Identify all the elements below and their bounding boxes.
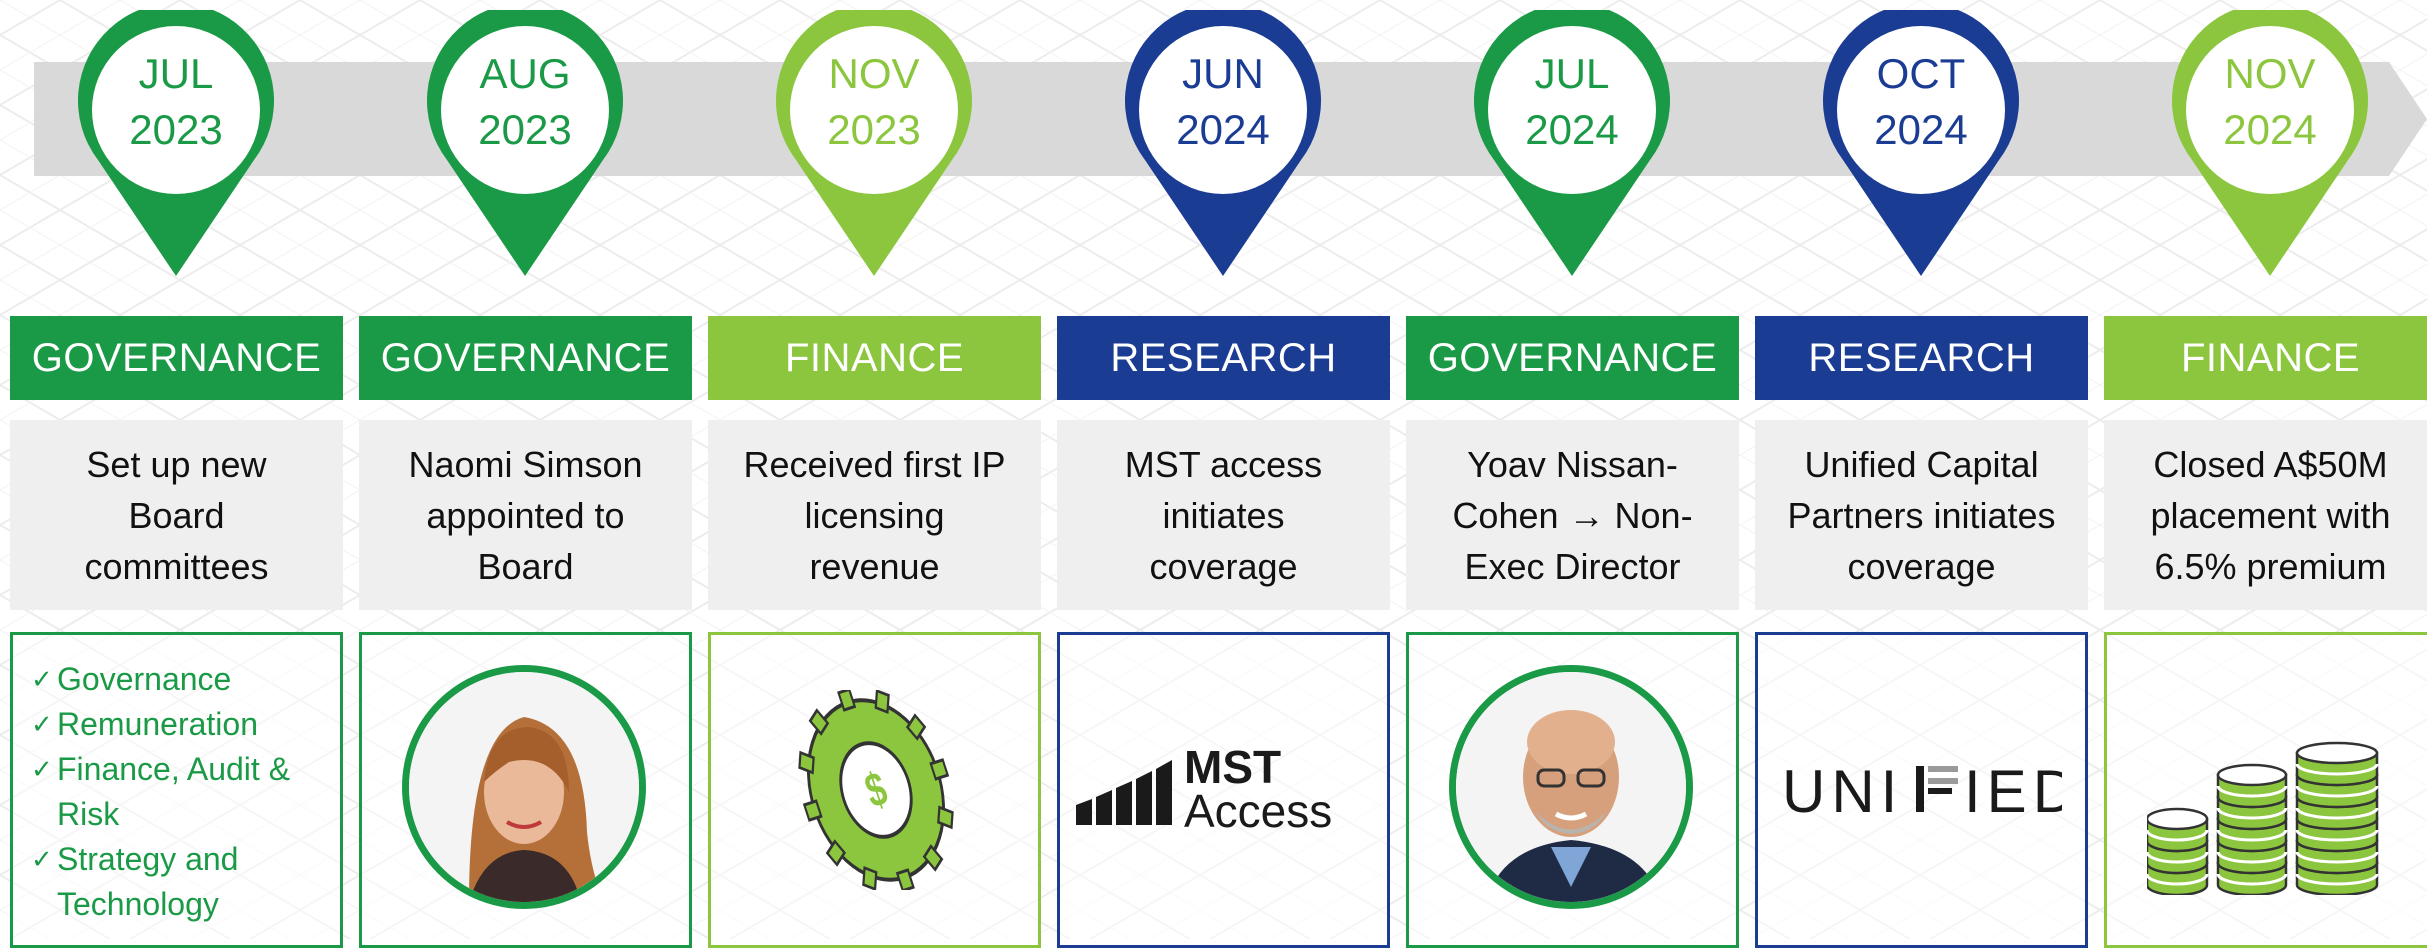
logo-word-access: Access [1184, 785, 1332, 835]
check-icon: ✓ [31, 754, 53, 784]
map-pin-marker [2172, 10, 2368, 276]
description-line: Received first IP [743, 443, 1006, 485]
map-pin-marker [78, 10, 274, 276]
map-pin-marker [776, 10, 972, 276]
mst-access-logo-box: MST Access [1057, 632, 1390, 948]
checklist-item: ✓Governance [31, 657, 340, 702]
description-line: appointed to [426, 494, 625, 536]
pin-month: JUN [1182, 50, 1264, 97]
pin-month: NOV [2224, 50, 2316, 97]
logo-word-mst: MST [1184, 741, 1281, 793]
checklist-item: ✓Remuneration [31, 702, 340, 747]
map-pin-marker [1125, 10, 1321, 276]
description-line: Yoav Nissan- [1467, 443, 1678, 485]
check-icon: ✓ [31, 664, 53, 694]
coin [2147, 807, 2209, 853]
checklist-item-continued: Technology [57, 886, 219, 922]
milestone-column: NOV 2023 FINANCE Received first IP licen… [708, 0, 1041, 948]
description-line: initiates [1162, 494, 1285, 536]
map-pin-marker [1823, 10, 2019, 276]
pin-month: NOV [828, 50, 920, 97]
description-line: Naomi Simson [408, 443, 643, 485]
coin [2295, 741, 2379, 787]
milestone-column: OCT 2024 RESEARCH Unified Capital Partne… [1755, 0, 2088, 948]
pin-year: 2024 [2223, 106, 2317, 153]
pin-month: JUL [138, 50, 214, 97]
description-box: Yoav Nissan- Cohen → Non- Exec Director [1406, 420, 1739, 610]
checklist-item: ✓Finance, Audit & [31, 747, 340, 792]
milestone-column: JUN 2024 RESEARCH MST access initiates c… [1057, 0, 1390, 948]
check-icon: ✓ [31, 844, 53, 874]
description-box: Naomi Simson appointed to Board [359, 420, 692, 610]
description-line: Unified Capital [1804, 443, 2039, 485]
portrait-box [359, 632, 692, 948]
gear-dollar-box: $ [708, 632, 1041, 948]
category-label: FINANCE [708, 316, 1041, 400]
description-line: Partners initiates [1787, 494, 2056, 536]
check-icon: ✓ [31, 709, 53, 739]
category-label: GOVERNANCE [359, 316, 692, 400]
description-line: Closed A$50M [2153, 443, 2388, 485]
portrait-woman-icon [402, 665, 646, 909]
checklist-item-continued: Risk [57, 796, 120, 832]
portrait-box [1406, 632, 1739, 948]
description-line: revenue [809, 545, 940, 587]
coin-stacks-icon [2147, 741, 2379, 895]
logo-word-ied: IED [1964, 758, 2062, 825]
description-line: Set up new [86, 443, 267, 485]
description-line: coverage [1149, 545, 1298, 587]
logo-word-uni: UNI [1782, 758, 1903, 825]
milestone-column: JUL 2023 GOVERNANCE Set up new Board com… [10, 0, 343, 948]
committee-checklist: ✓Governance ✓Remuneration ✓Finance, Audi… [13, 635, 340, 927]
unified-logo: UNI IED [1782, 758, 2062, 825]
description-line: licensing [804, 494, 945, 536]
description-box: MST access initiates coverage [1057, 420, 1390, 610]
unified-logo-box: UNI IED [1755, 632, 2088, 948]
logo-f-mark [1916, 766, 1958, 812]
description-line: MST access [1124, 443, 1323, 485]
description-box: Closed A$50M placement with 6.5% premium [2104, 420, 2427, 610]
description-box: Received first IP licensing revenue [708, 420, 1041, 610]
coin-stacks-box [2104, 632, 2427, 948]
pin-year: 2024 [1525, 106, 1619, 153]
committee-checklist-box: ✓Governance ✓Remuneration ✓Finance, Audi… [10, 632, 343, 948]
pin-year: 2024 [1874, 106, 1968, 153]
category-label: RESEARCH [1057, 316, 1390, 400]
pin-month: OCT [1876, 50, 1966, 97]
pin-year: 2023 [478, 106, 572, 153]
checklist-item: ✓Strategy and [31, 837, 340, 882]
pin-year: 2024 [1176, 106, 1270, 153]
category-label: GOVERNANCE [1406, 316, 1739, 400]
pin-year: 2023 [827, 106, 921, 153]
description-line: placement with [2150, 494, 2391, 536]
coin [2216, 763, 2288, 809]
map-pin-marker [427, 10, 623, 276]
gear-dollar-icon: $ [798, 690, 954, 890]
description-line: committees [84, 545, 269, 587]
milestone-column: NOV 2024 FINANCE Closed A$50M placement … [2104, 0, 2427, 948]
map-pin-marker [1474, 10, 1670, 276]
description-line: Exec Director [1464, 545, 1681, 587]
portrait-man-icon [1449, 665, 1693, 909]
description-line: Board [128, 494, 225, 536]
pin-month: AUG [479, 50, 571, 97]
category-label: FINANCE [2104, 316, 2427, 400]
description-line: coverage [1847, 545, 1996, 587]
description-box: Set up new Board committees [10, 420, 343, 610]
milestone-column: JUL 2024 GOVERNANCE Yoav Nissan- Cohen →… [1406, 0, 1739, 948]
description-line: Cohen → Non- [1452, 494, 1693, 536]
description-line: 6.5% premium [2154, 545, 2387, 587]
pin-month: JUL [1534, 50, 1610, 97]
category-label: GOVERNANCE [10, 316, 343, 400]
pin-year: 2023 [129, 106, 223, 153]
description-box: Unified Capital Partners initiates cover… [1755, 420, 2088, 610]
mst-access-logo: MST Access [1076, 741, 1332, 835]
milestone-column: AUG 2023 GOVERNANCE Naomi Simson appoint… [359, 0, 692, 948]
category-label: RESEARCH [1755, 316, 2088, 400]
description-line: Board [477, 545, 574, 587]
